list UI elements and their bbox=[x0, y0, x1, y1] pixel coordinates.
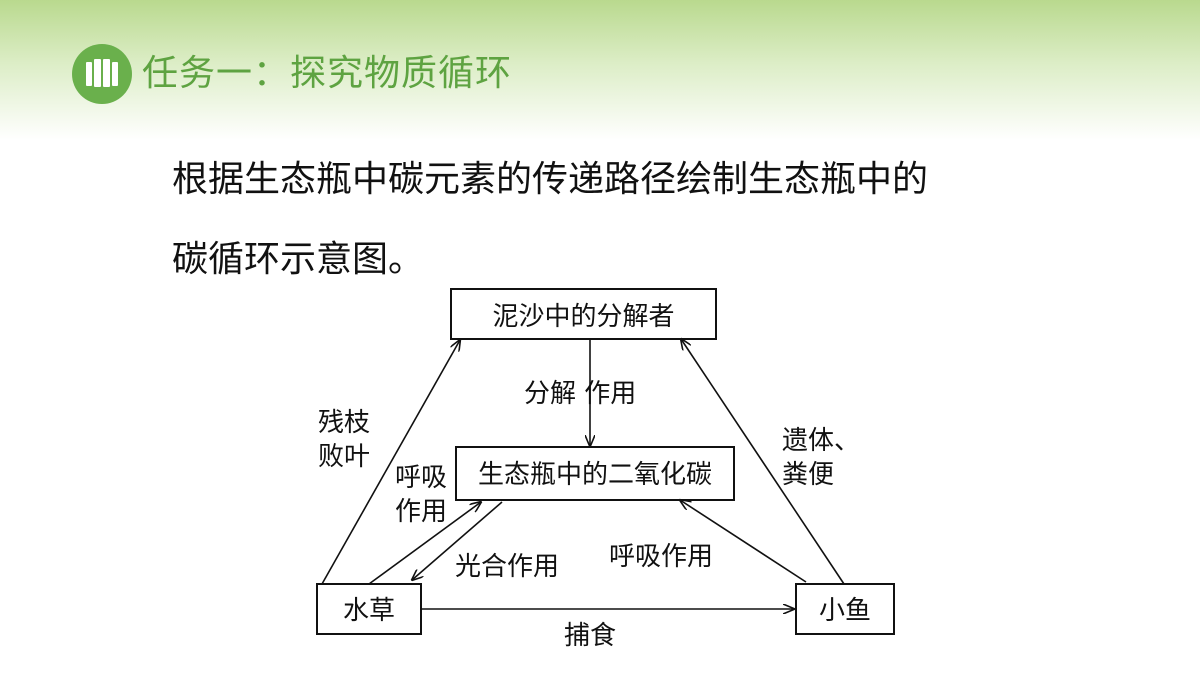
intro-line-1: 根据生态瓶中碳元素的传递路径绘制生态瓶中的 bbox=[172, 159, 929, 200]
node-waterweed: 水草 bbox=[316, 583, 422, 635]
node-waterweed-label: 水草 bbox=[343, 596, 395, 626]
node-fish-label: 小鱼 bbox=[819, 596, 871, 626]
intro-line-2: 碳循环示意图。 bbox=[172, 239, 425, 280]
label-litter-2: 败叶 bbox=[318, 442, 370, 472]
label-plant-respiration-1: 呼吸 bbox=[395, 463, 447, 493]
label-remains-1: 遗体、 bbox=[782, 426, 860, 456]
label-remains-2: 粪便 bbox=[782, 460, 834, 490]
node-decomposer: 泥沙中的分解者 bbox=[450, 288, 717, 340]
arrow-litter bbox=[321, 340, 460, 585]
label-fish-respiration: 呼吸作用 bbox=[609, 542, 713, 572]
arrow-plant-respiration bbox=[368, 502, 481, 585]
label-photosynthesis: 光合作用 bbox=[455, 552, 559, 582]
arrow-photosynthesis bbox=[412, 501, 503, 580]
intro-text: 根据生态瓶中碳元素的传递路径绘制生态瓶中的 碳循环示意图。 bbox=[172, 140, 1052, 300]
arrow-remains bbox=[681, 339, 845, 585]
node-fish: 小鱼 bbox=[795, 583, 895, 635]
node-co2: 生态瓶中的二氧化碳 bbox=[455, 446, 735, 501]
label-litter-1: 残枝 bbox=[318, 408, 370, 438]
header-band bbox=[0, 0, 1200, 140]
page-title: 任务一：探究物质循环 bbox=[142, 53, 513, 94]
node-co2-label: 生态瓶中的二氧化碳 bbox=[478, 460, 712, 490]
book-icon bbox=[72, 44, 132, 104]
node-decomposer-label: 泥沙中的分解者 bbox=[492, 302, 674, 332]
label-decomposition: 分解 作用 bbox=[524, 379, 636, 409]
label-predation: 捕食 bbox=[564, 621, 616, 651]
label-plant-respiration-2: 作用 bbox=[395, 497, 447, 527]
arrow-fish-respiration bbox=[680, 500, 807, 583]
